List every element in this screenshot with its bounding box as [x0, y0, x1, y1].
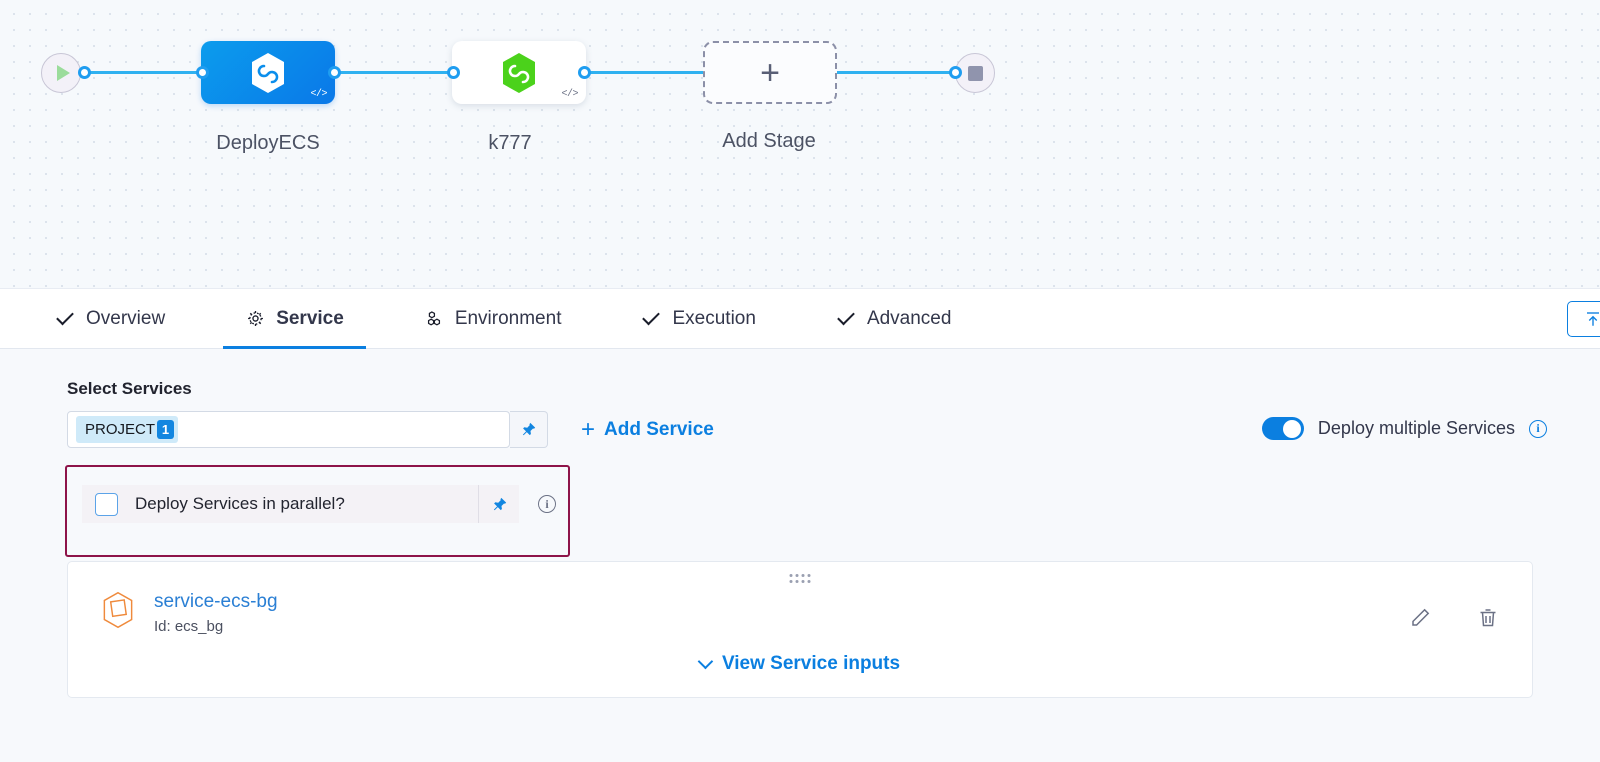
delete-service-button[interactable] [1476, 606, 1500, 630]
add-service-label: Add Service [604, 418, 714, 440]
deploy-parallel-highlight: Deploy Services in parallel? i [65, 465, 570, 557]
tab-execution[interactable]: Execution [619, 289, 777, 348]
pipeline-stage-label-deployecs: DeployECS [216, 132, 320, 154]
harness-hexagon-green-icon [503, 52, 535, 93]
chip-count-badge: 1 [157, 420, 175, 439]
stage-code-badge[interactable]: </> [310, 89, 327, 100]
tab-label: Environment [454, 307, 562, 329]
select-services-label: Select Services [67, 379, 192, 398]
edge-start-to-stage1 [84, 71, 210, 74]
tab-label: Execution [672, 307, 756, 329]
chip-label: PROJECT [85, 421, 156, 438]
service-card-main: service-ecs-bg Id: ecs_bg [99, 590, 278, 635]
view-service-inputs-button[interactable]: View Service inputs [697, 653, 901, 675]
hexagon-cluster-icon [424, 309, 444, 329]
edge-addstage-to-end [834, 71, 960, 74]
add-stage-button[interactable]: + [703, 41, 837, 104]
trash-icon [1480, 609, 1496, 627]
deploy-parallel-info-icon[interactable]: i [538, 495, 556, 513]
tab-service[interactable]: Service [223, 289, 366, 349]
tab-label: Service [276, 307, 344, 329]
check-icon [836, 307, 856, 329]
select-services-row: PROJECT 1 + Add Service [67, 411, 714, 448]
service-cube-icon [103, 591, 133, 629]
chevron-down-icon [697, 653, 714, 670]
port-start-out[interactable] [78, 66, 91, 79]
services-input[interactable]: PROJECT 1 [67, 411, 510, 448]
check-icon [55, 307, 75, 329]
info-icon[interactable]: i [1529, 419, 1547, 438]
tab-label: Overview [86, 307, 166, 329]
stop-icon [967, 65, 983, 81]
stage-config-tabs[interactable]: Overview Service Environment Execution A… [0, 289, 1600, 349]
port-stage2-out[interactable] [578, 66, 591, 79]
deploy-parallel-pin-button[interactable] [479, 485, 519, 523]
add-stage-label: Add Stage [722, 130, 816, 152]
pipeline-stage-label-k777: k777 [488, 132, 532, 154]
edit-service-button[interactable] [1408, 606, 1432, 630]
plus-icon: + [760, 53, 780, 92]
pipeline-stage-deployecs[interactable]: </> [201, 41, 335, 104]
services-pin-button[interactable] [510, 411, 548, 448]
port-stage2-in[interactable] [447, 66, 460, 79]
pencil-icon [1412, 608, 1430, 626]
deploy-parallel-field[interactable]: Deploy Services in parallel? [82, 485, 479, 523]
view-service-inputs-label: View Service inputs [721, 653, 901, 674]
drag-handle-icon[interactable] [789, 574, 811, 583]
add-service-button[interactable]: + Add Service [581, 415, 714, 443]
tab-environment[interactable]: Environment [402, 289, 584, 348]
edge-stage2-to-addstage [584, 71, 710, 74]
deploy-parallel-row: Deploy Services in parallel? i [82, 485, 556, 523]
deploy-multiple-services-label: Deploy multiple Services [1317, 418, 1515, 438]
pipeline-canvas[interactable]: </> DeployECS </> k777 + Add Stage [0, 0, 1600, 289]
tab-label: Advanced [866, 307, 952, 329]
upload-icon [1586, 312, 1599, 326]
port-end-in[interactable] [949, 66, 962, 79]
pipeline-stage-k777[interactable]: </> [452, 41, 586, 104]
tab-overview[interactable]: Overview [33, 289, 187, 348]
plus-icon: + [581, 415, 596, 443]
deploy-parallel-checkbox[interactable] [95, 492, 118, 516]
service-card: service-ecs-bg Id: ecs_bg View Service i… [67, 561, 1533, 698]
service-name-link[interactable]: service-ecs-bg [154, 591, 278, 612]
port-stage1-out[interactable] [328, 66, 341, 79]
check-icon [641, 307, 661, 329]
deploy-parallel-label: Deploy Services in parallel? [135, 494, 345, 513]
pin-icon [522, 422, 536, 436]
service-id-text: Id: ecs_bg [154, 617, 224, 635]
deploy-multiple-services-toggle[interactable] [1261, 417, 1304, 440]
tab-advanced[interactable]: Advanced [814, 289, 974, 348]
project-scope-chip[interactable]: PROJECT 1 [76, 416, 179, 443]
harness-hexagon-icon [252, 52, 284, 93]
port-stage1-in[interactable] [196, 66, 209, 79]
pipeline-start-node[interactable] [41, 53, 81, 93]
edge-stage1-to-stage2 [334, 71, 460, 74]
service-config-panel: Select Services PROJECT 1 + Add Service … [0, 349, 1600, 762]
service-card-actions [1408, 606, 1500, 630]
deploy-multiple-services-row: Deploy multiple Services i [1261, 417, 1547, 440]
save-as-template-button[interactable]: S [1566, 301, 1600, 337]
stage-code-badge[interactable]: </> [561, 89, 578, 100]
play-icon [56, 65, 70, 81]
gear-icon [245, 309, 265, 329]
pin-icon [493, 497, 506, 510]
